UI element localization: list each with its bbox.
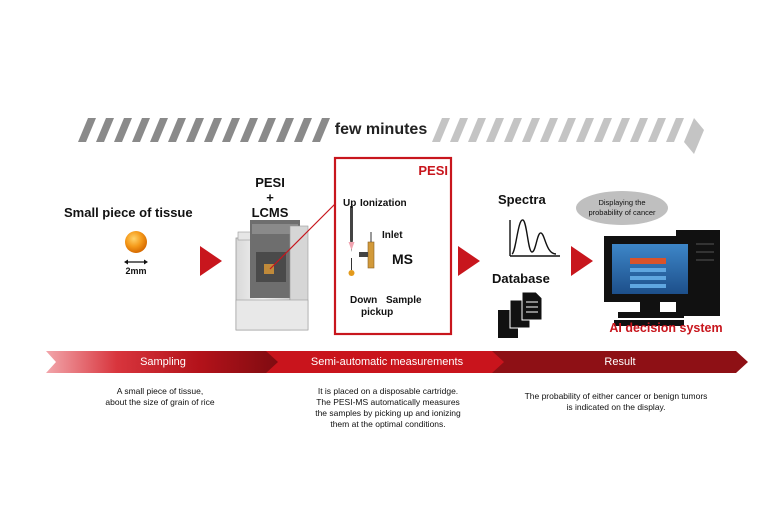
sampling-description-line: A small piece of tissue, — [116, 386, 204, 396]
ai-system-label: AI decision system — [609, 321, 723, 335]
instrument-label-1: PESI — [255, 175, 285, 190]
timeline-stripes-right — [432, 118, 684, 142]
tissue-sample-icon — [125, 231, 147, 253]
pesi-ms-label: MS — [392, 251, 413, 267]
speech-bubble-line-1: Displaying the — [598, 198, 646, 207]
timeline-arrowhead — [684, 118, 704, 154]
phase-bar — [46, 351, 748, 373]
measurement-description-line: The PESI-MS automatically measures — [316, 397, 460, 407]
inlet-icon — [359, 232, 375, 269]
instrument-label-3: LCMS — [251, 205, 289, 220]
result-description-line: is indicated on the display. — [566, 402, 666, 412]
phase-label-result: Result — [604, 356, 636, 368]
database-icon — [498, 291, 543, 338]
flow-arrow-1 — [200, 246, 222, 276]
callout-line — [269, 203, 336, 270]
measurement-description-line: the samples by picking up and ionizing — [315, 408, 461, 418]
measurement-description-line: them at the optimal conditions. — [330, 419, 446, 429]
speech-bubble — [576, 191, 668, 225]
pesi-ionization-label: Ionization — [360, 198, 407, 209]
speech-bubble-line-2: probability of cancer — [588, 208, 656, 217]
sampling-description-line: about the size of grain of rice — [105, 397, 215, 407]
flow-arrow-3 — [571, 246, 593, 276]
phase-label-sampling: Sampling — [140, 356, 186, 368]
spectra-icon — [509, 219, 560, 257]
pesi-pickup-label: pickup — [361, 307, 394, 318]
timeline-arrow — [78, 118, 704, 154]
lcms-instrument-icon — [235, 220, 309, 331]
tissue-title: Small piece of tissue — [64, 205, 193, 220]
result-description: The probability of either cancer or beni… — [500, 391, 732, 413]
result-description-line: The probability of either cancer or beni… — [524, 391, 708, 401]
pesi-sample-label: Sample — [386, 295, 422, 306]
flow-arrow-2 — [458, 246, 480, 276]
computer-icon — [604, 230, 720, 326]
database-label: Database — [492, 271, 550, 286]
timeline-label: few minutes — [334, 121, 428, 138]
instrument-label-2: + — [266, 190, 274, 205]
sampling-description: A small piece of tissue, about the size … — [60, 386, 260, 408]
measurement-description-line: It is placed on a disposable cartridge. — [317, 386, 459, 396]
pesi-up-label: Up — [343, 198, 357, 209]
diagram-graphics — [46, 118, 748, 373]
pesi-detail-box — [333, 156, 453, 336]
scale-arrow-icon — [124, 259, 148, 265]
spectra-label: Spectra — [498, 192, 546, 207]
phase-label-measurement: Semi-automatic measurements — [310, 356, 464, 368]
measurement-description: It is placed on a disposable cartridge. … — [288, 386, 488, 430]
scale-label: 2mm — [125, 266, 147, 276]
diagram-panel: few minutes Small piece of tissue 2mm PE… — [0, 20, 780, 500]
needle-icon — [348, 206, 355, 276]
timeline-stripes-left — [78, 118, 330, 142]
pesi-inlet-label: Inlet — [382, 230, 403, 241]
pesi-box-title: PESI — [418, 163, 448, 178]
pesi-down-label: Down — [350, 295, 378, 306]
